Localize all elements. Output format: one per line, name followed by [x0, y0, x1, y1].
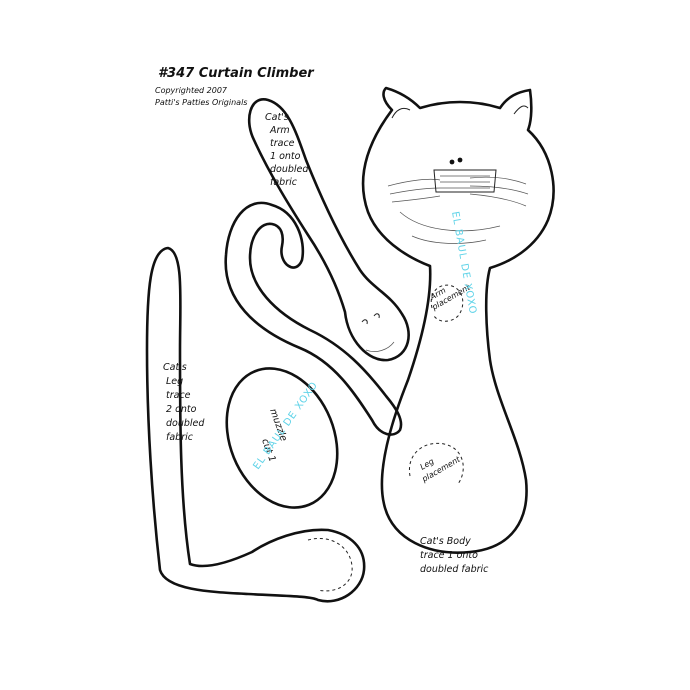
svg-text:Cat's: Cat's: [163, 362, 187, 373]
copyright-text: Copyrighted 2007: [155, 86, 228, 95]
svg-text:Arm: Arm: [269, 125, 290, 136]
pattern-title: #347 Curtain Climber: [158, 66, 315, 81]
svg-text:Leg: Leg: [166, 376, 183, 387]
svg-text:2 onto: 2 onto: [166, 404, 197, 415]
body-label: Cat's Body trace 1 onto doubled fabric: [420, 536, 489, 575]
svg-text:doubled: doubled: [270, 164, 309, 175]
svg-text:trace: trace: [166, 390, 191, 401]
brand-text: Patti's Patties Originals: [155, 98, 247, 107]
svg-text:fabric: fabric: [166, 432, 194, 443]
svg-text:trace: trace: [270, 138, 295, 149]
svg-text:Cat's: Cat's: [265, 112, 289, 123]
muzzle-watermark: EL BAUL DE XOXO: [251, 380, 320, 472]
svg-text:doubled: doubled: [166, 418, 205, 429]
muzzle-piece: muzzle cut 1 EL BAUL DE XOXO: [225, 367, 339, 509]
right-eye-dot: [457, 157, 463, 163]
svg-text:Cat's Body: Cat's Body: [420, 536, 471, 547]
svg-text:trace 1 onto: trace 1 onto: [420, 550, 478, 561]
svg-text:1 onto: 1 onto: [270, 151, 301, 162]
leg-label: Cat's Leg trace 2 onto doubled fabric: [163, 362, 205, 443]
tail-piece: [224, 201, 403, 436]
leg-piece: Cat's Leg trace 2 onto doubled fabric: [145, 246, 366, 603]
svg-text:doubled fabric: doubled fabric: [420, 564, 489, 575]
arm-label: Cat's Arm trace 1 onto doubled fabric: [265, 112, 309, 188]
leg-placement-label: Leg placement: [419, 454, 463, 484]
cat-body-piece: Arm placement Leg placement EL BAUL DE X…: [361, 86, 555, 554]
face-sketch: [387, 169, 529, 244]
svg-text:fabric: fabric: [270, 177, 298, 188]
arm-piece: Cat's Arm trace 1 onto doubled fabric: [247, 98, 410, 362]
left-eye-dot: [449, 159, 455, 165]
